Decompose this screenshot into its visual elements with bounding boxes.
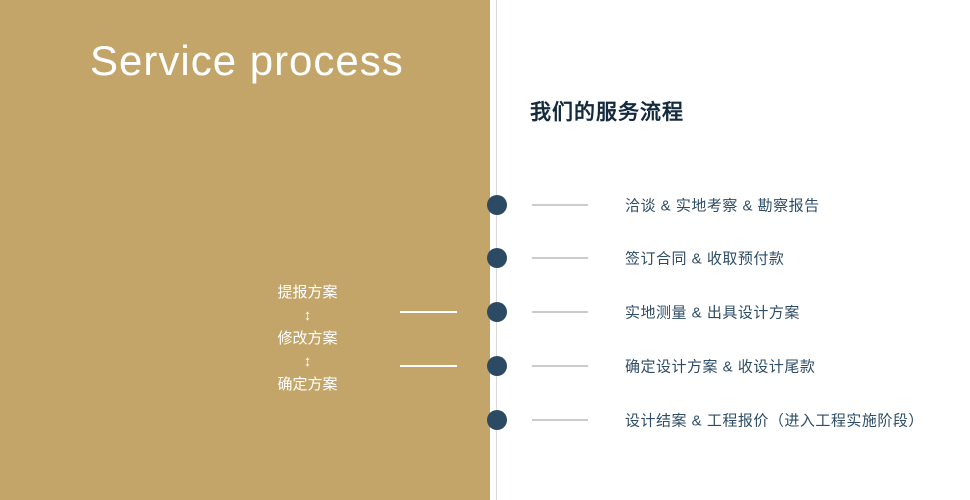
timeline-step-label: 签订合同 & 收取预付款	[625, 250, 785, 268]
timeline-step-label: 实地测量 & 出具设计方案	[625, 304, 800, 322]
timeline-dot-icon	[487, 195, 507, 215]
timeline-step-label: 洽谈 & 实地考察 & 勘察报告	[625, 197, 820, 215]
flow-step-submit: 提报方案	[277, 284, 338, 301]
gold-background-panel	[0, 0, 490, 500]
design-iteration-flow: 提报方案 ↕ 修改方案 ↕ 确定方案	[250, 282, 365, 395]
page-title: Service process	[90, 37, 404, 84]
timeline-dot-icon	[487, 302, 507, 322]
flow-step-confirm: 确定方案	[277, 376, 338, 393]
up-down-arrow-icon: ↕	[303, 353, 312, 370]
connector-line	[400, 311, 457, 313]
connector-line	[400, 365, 457, 367]
timeline-tick-line	[532, 311, 588, 313]
up-down-arrow-icon: ↕	[303, 307, 312, 324]
timeline-tick-line	[532, 419, 588, 421]
timeline-dot-icon	[487, 410, 507, 430]
timeline-tick-line	[532, 204, 588, 206]
timeline-dot-icon	[487, 356, 507, 376]
timeline-step-label: 设计结案 & 工程报价（进入工程实施阶段）	[625, 412, 924, 430]
timeline-tick-line	[532, 365, 588, 367]
timeline-tick-line	[532, 257, 588, 259]
section-heading: 我们的服务流程	[530, 101, 684, 124]
timeline-step-label: 确定设计方案 & 收设计尾款	[625, 358, 816, 376]
timeline-dot-icon	[487, 248, 507, 268]
flow-step-modify: 修改方案	[277, 330, 338, 347]
